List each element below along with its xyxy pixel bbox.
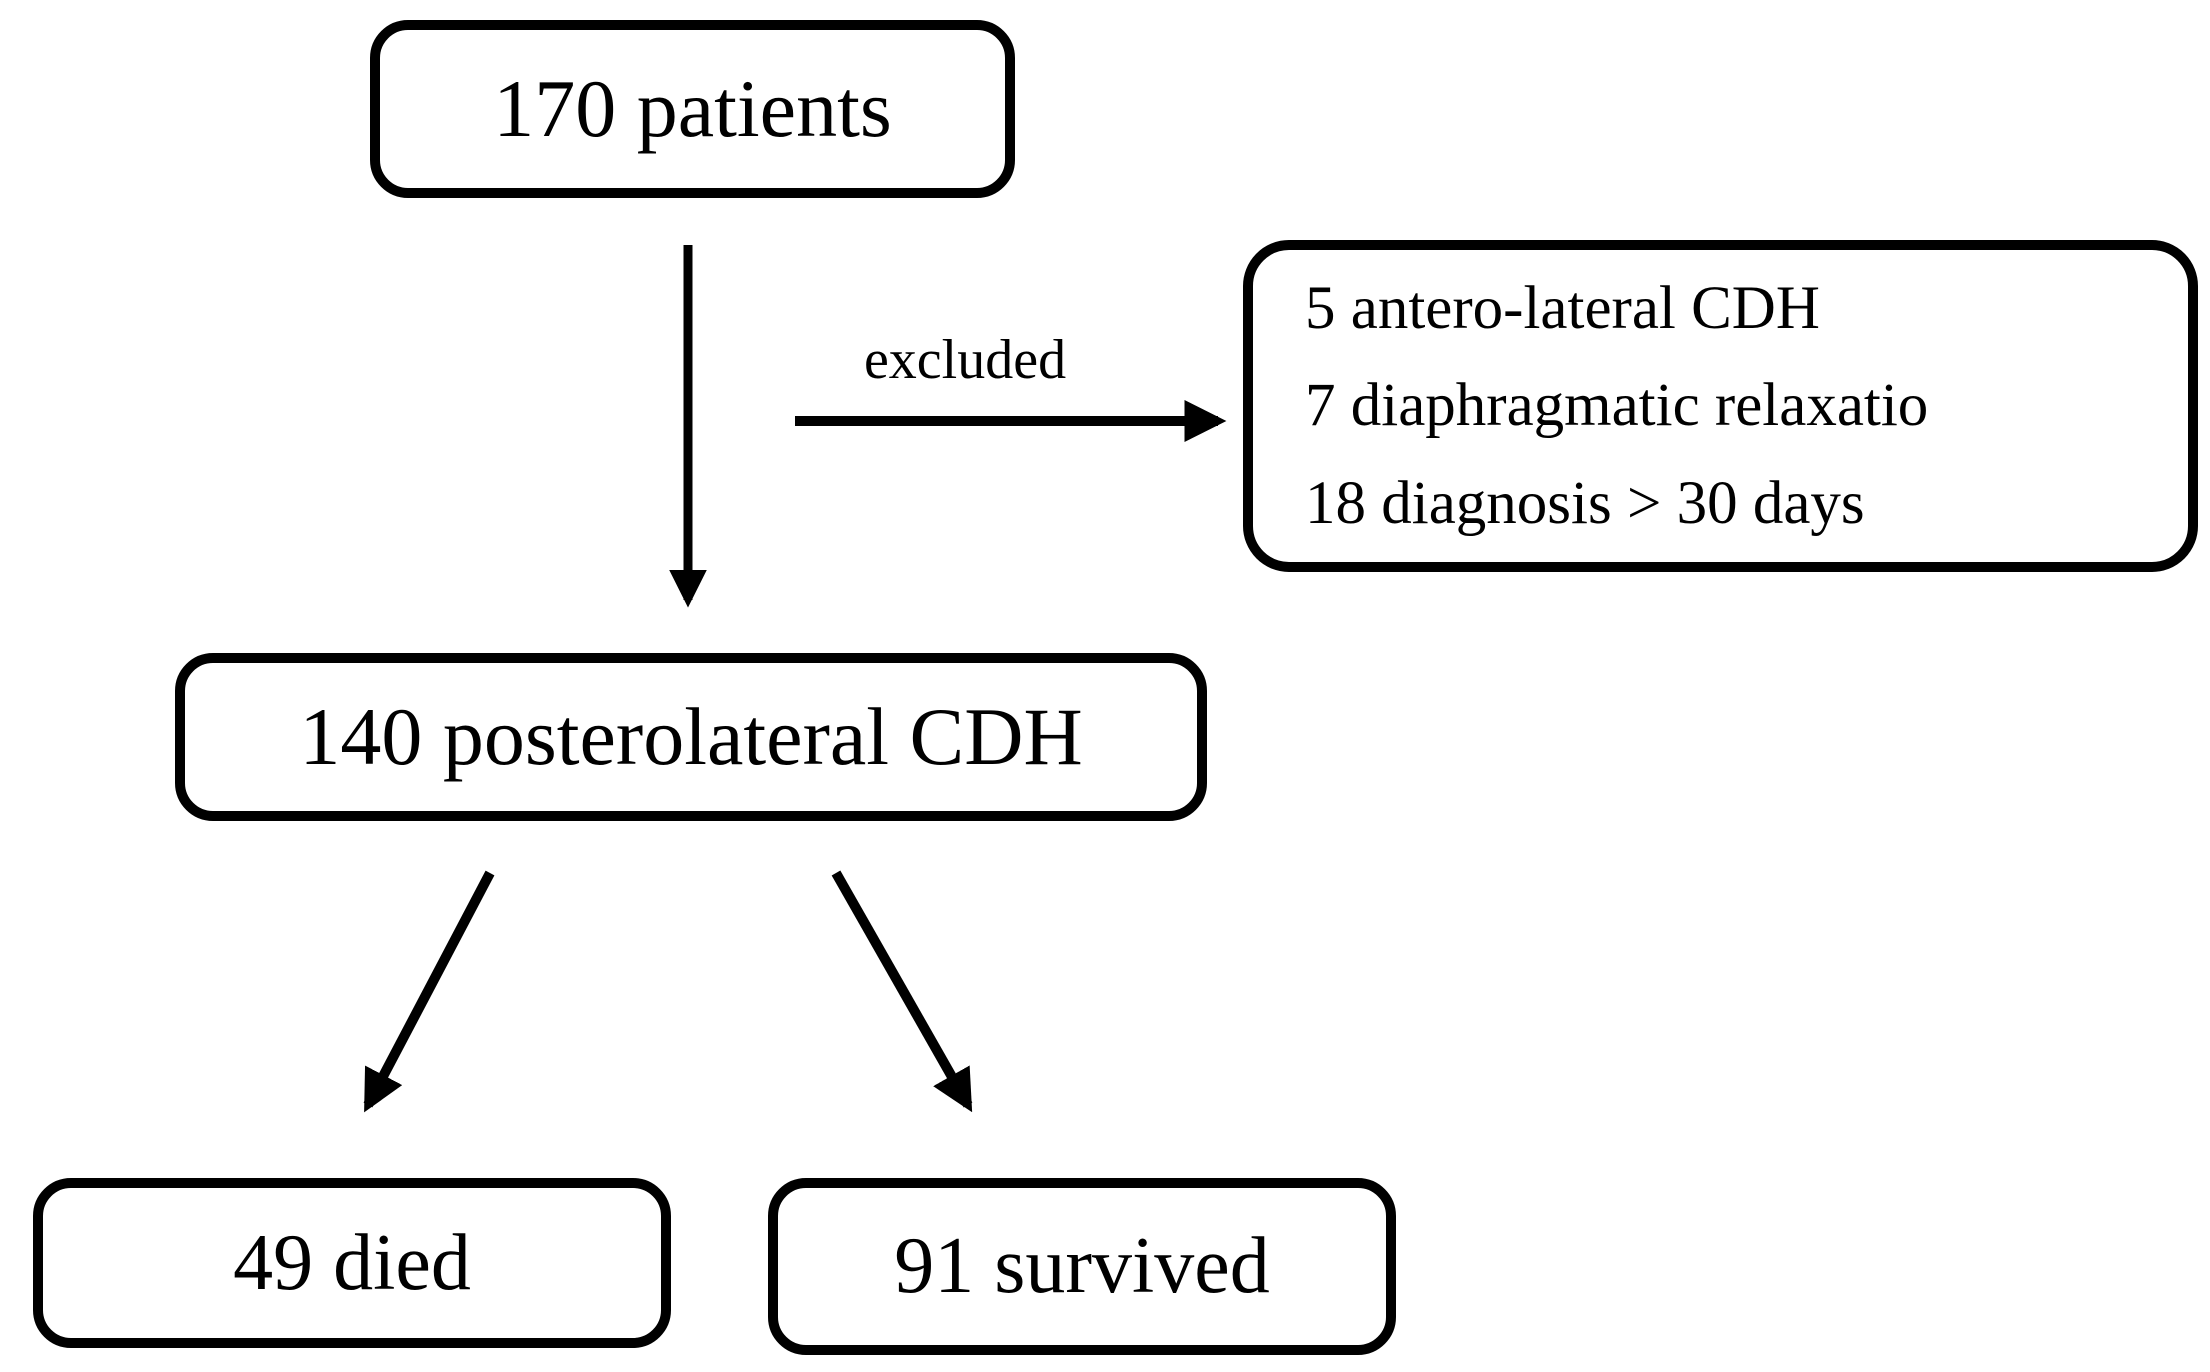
node-survived-label: 91 survived — [894, 1222, 1270, 1310]
node-died-label: 49 died — [233, 1218, 471, 1307]
node-patients-label: 170 patients — [493, 63, 892, 154]
node-patients: 170 patients — [370, 20, 1015, 198]
excluded-edge-label: excluded — [863, 329, 1067, 391]
arrow-posterolateral-to-survived — [831, 870, 973, 1113]
excluded-reason-line: 5 antero-lateral CDH — [1305, 274, 1820, 342]
node-excluded-reasons: 5 antero-lateral CDH 7 diaphragmatic rel… — [1243, 240, 2198, 572]
excluded-reason-line: 7 diaphragmatic relaxatio — [1305, 372, 1929, 440]
excluded-reason-line: 18 diagnosis > 30 days — [1305, 469, 1865, 537]
node-died: 49 died — [33, 1178, 671, 1348]
node-posterolateral-cdh: 140 posterolateral CDH — [175, 653, 1207, 821]
node-posterolateral-cdh-label: 140 posterolateral CDH — [299, 691, 1083, 782]
arrow-posterolateral-to-died — [363, 870, 495, 1113]
node-survived: 91 survived — [768, 1178, 1396, 1355]
